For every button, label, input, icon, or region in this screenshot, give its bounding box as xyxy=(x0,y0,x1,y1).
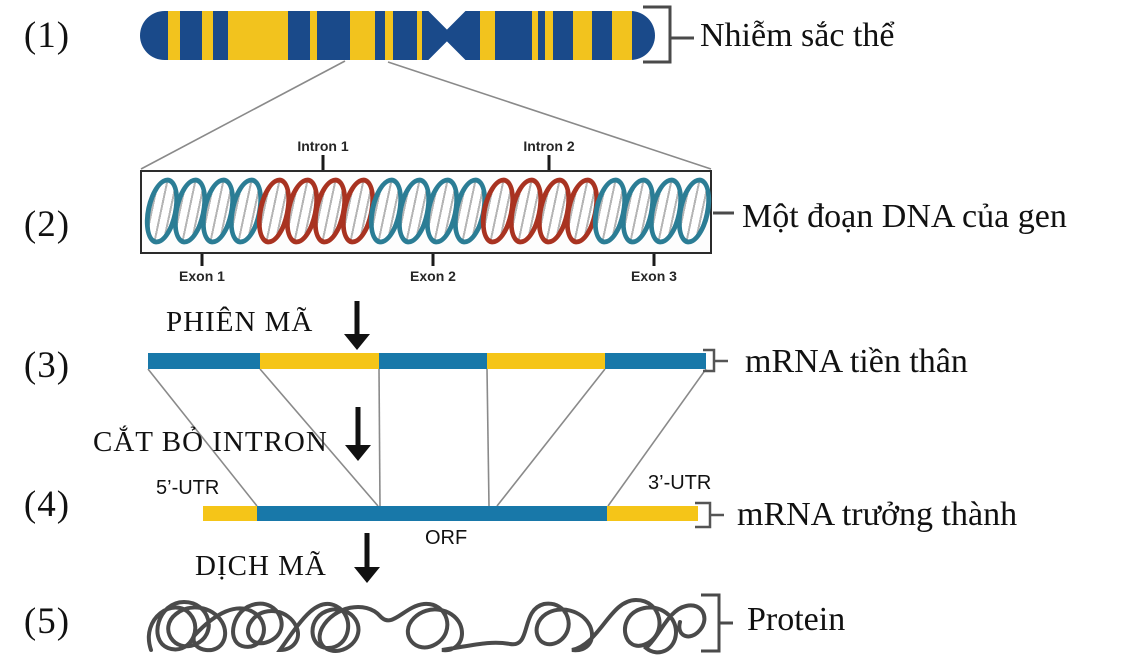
splice-line-3 xyxy=(378,368,381,507)
step-number-4: (4) xyxy=(23,484,71,525)
pre-mrna-bracket xyxy=(703,348,728,373)
protein-bracket xyxy=(701,593,733,653)
exon2-label: Exon 2 xyxy=(410,268,456,284)
step-number-1: (1) xyxy=(23,15,71,56)
transcription-arrow xyxy=(344,301,370,350)
intron1-label: Intron 1 xyxy=(297,138,349,154)
transcription-label: PHIÊN MÃ xyxy=(166,306,314,338)
translation-label: DỊCH MÃ xyxy=(195,550,327,582)
splice-line-4 xyxy=(486,368,490,507)
protein-label: Protein xyxy=(747,601,846,638)
mature-mrna-bracket xyxy=(695,501,724,529)
mature-mrna-label: mRNA trưởng thành xyxy=(737,496,1018,533)
translation-arrow xyxy=(354,533,380,583)
exon3-label: Exon 3 xyxy=(631,268,677,284)
exon1-label: Exon 1 xyxy=(179,268,225,284)
five-utr-label: 5’-UTR xyxy=(156,477,220,499)
step-number-3: (3) xyxy=(23,345,71,386)
chromosome-label: Nhiễm sắc thể xyxy=(700,17,895,54)
protein-squiggle xyxy=(146,597,707,655)
splicing-label: CẮT BỎ INTRON xyxy=(93,426,328,458)
chromosome-graphic xyxy=(140,11,655,60)
three-utr-label: 3’-UTR xyxy=(648,472,712,494)
step-number-2: (2) xyxy=(23,204,71,245)
pre-mrna-bar xyxy=(148,353,706,369)
orf-label: ORF xyxy=(425,527,468,549)
splice-line-5 xyxy=(496,368,606,507)
mature-mrna-bar xyxy=(203,506,698,521)
pre-mrna-label: mRNA tiền thân xyxy=(745,343,968,380)
splicing-arrow xyxy=(345,407,371,461)
intron2-label: Intron 2 xyxy=(523,138,575,154)
step-number-5: (5) xyxy=(23,601,71,642)
dna-segment-label: Một đoạn DNA của gen xyxy=(742,198,1067,235)
